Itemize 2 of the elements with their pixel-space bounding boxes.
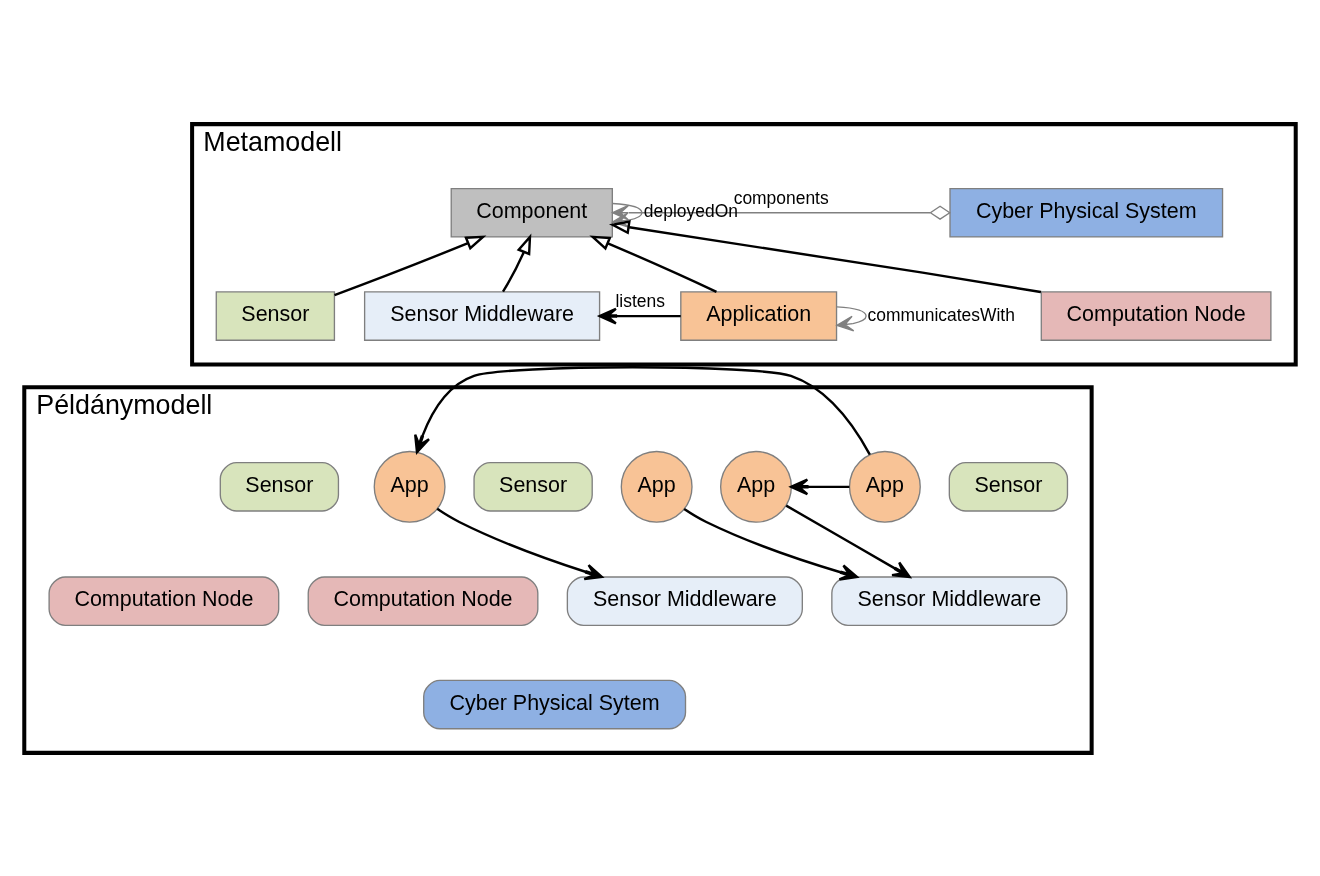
edge-label: communicatesWith (867, 304, 1015, 325)
edge-label: listens (615, 290, 665, 311)
